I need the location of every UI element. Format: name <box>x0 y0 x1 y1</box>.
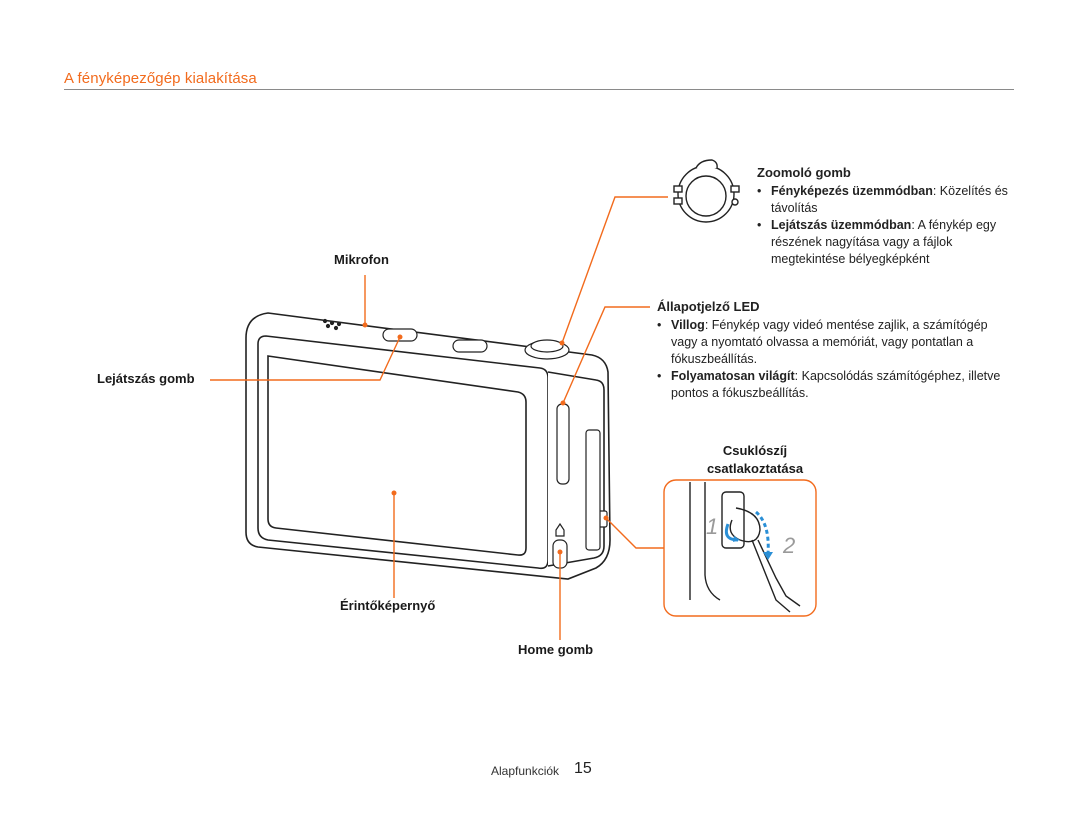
footer-section-label: Alapfunkciók <box>491 764 560 778</box>
led-heading: Állapotjelző LED <box>657 299 760 314</box>
zoom-dial-icon <box>673 159 740 223</box>
page-number: 15 <box>574 760 592 777</box>
callout-dots <box>362 322 609 555</box>
zoom-item-1: Fényképezés üzemmódban: Közelítés és táv… <box>757 183 1027 217</box>
section-divider <box>64 89 1014 90</box>
label-csuklo-2: csatlakoztatása <box>706 461 804 476</box>
strap-inset <box>663 479 817 617</box>
led-item-2: Folyamatosan világít: Kapcsolódás számít… <box>657 368 1015 402</box>
zoom-description: Zoomoló gomb Fényképezés üzemmódban: Köz… <box>757 164 1027 268</box>
label-mikrofon: Mikrofon <box>334 252 389 267</box>
zoom-item-2: Lejátszás üzemmódban: A fénykép egy rész… <box>757 217 1027 268</box>
section-title: A fényképezőgép kialakítása <box>64 70 257 87</box>
strap-step-2: 2 <box>783 533 796 558</box>
camera-side-details <box>552 403 608 569</box>
strap-step-1: 1 <box>706 514 719 539</box>
label-lejatszas-gomb: Lejátszás gomb <box>97 371 195 386</box>
label-erintokepernyo: Érintőképernyő <box>340 598 436 613</box>
label-csuklo-1: Csuklószíj <box>722 443 788 458</box>
label-home-gomb: Home gomb <box>518 642 594 657</box>
callout-lines <box>210 196 668 640</box>
zoom-heading: Zoomoló gomb <box>757 165 851 180</box>
led-item-1: Villog: Fénykép vagy videó mentése zajli… <box>657 317 1015 368</box>
led-description: Állapotjelző LED Villog: Fénykép vagy vi… <box>657 298 1015 402</box>
